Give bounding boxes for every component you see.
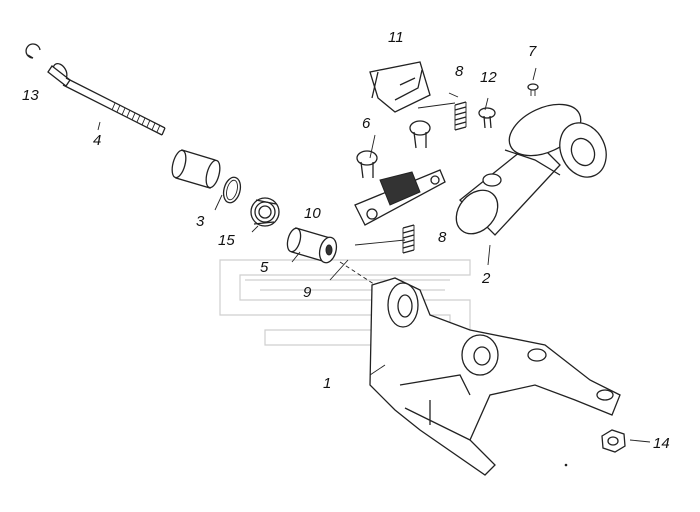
part-labels: 1 2 3 4 5 6 7 8 8 9 10 11 12 13 14 15	[22, 29, 670, 452]
small-bolt-12	[478, 107, 496, 129]
label-13: 13	[22, 87, 39, 104]
spring-8-upper	[454, 101, 467, 131]
spring-8-lower	[402, 224, 415, 254]
pedal-pad-11	[369, 61, 431, 113]
label-8-lower: 8	[438, 229, 447, 246]
bracket-1	[369, 277, 621, 476]
label-6: 6	[362, 115, 371, 132]
label-4: 4	[93, 132, 101, 149]
ribbed-bushing-10	[250, 197, 280, 227]
bushing-5	[286, 227, 338, 264]
retaining-ring-13	[25, 43, 41, 59]
label-5: 5	[260, 259, 269, 276]
label-9: 9	[303, 284, 312, 301]
label-1: 1	[323, 375, 331, 392]
long-bolt-4	[47, 62, 166, 136]
bolts-6	[356, 120, 431, 179]
label-14: 14	[653, 435, 670, 452]
small-screw-7	[527, 83, 539, 96]
label-8-upper: 8	[455, 63, 464, 80]
nut-14	[601, 429, 626, 453]
leader-lines	[97, 67, 651, 443]
bushing-3	[171, 149, 221, 189]
o-ring-15	[222, 176, 242, 204]
label-3: 3	[196, 213, 205, 230]
label-2: 2	[481, 270, 491, 287]
label-7: 7	[528, 43, 537, 60]
label-12: 12	[480, 69, 497, 86]
dot-mark	[564, 463, 568, 467]
pedal-lever	[354, 103, 607, 236]
label-11: 11	[388, 29, 404, 46]
label-15: 15	[218, 232, 235, 249]
label-10: 10	[304, 205, 321, 222]
